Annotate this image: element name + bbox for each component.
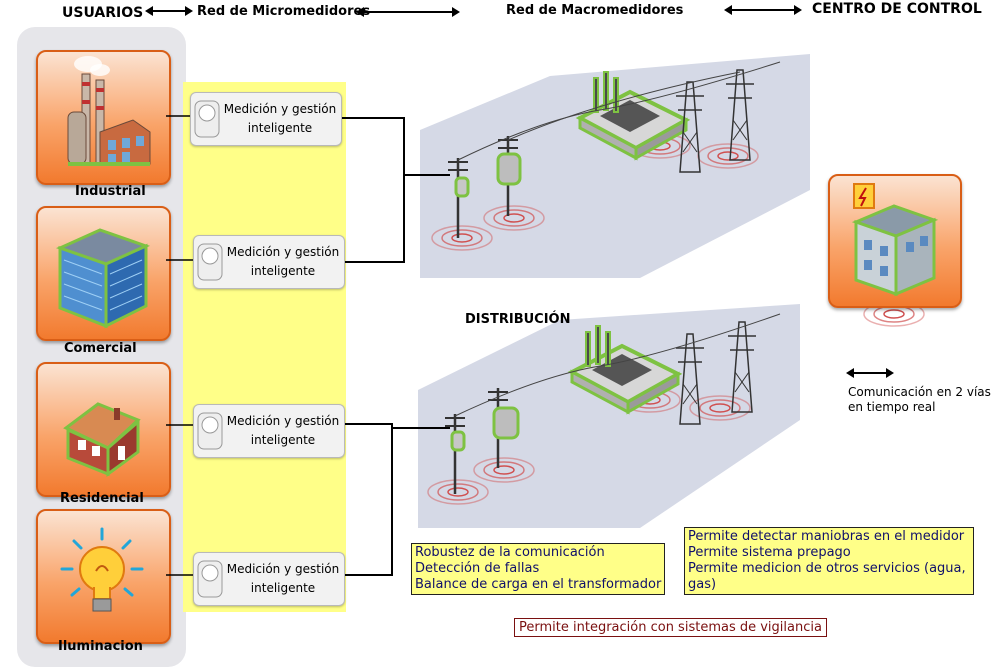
industrial-tile xyxy=(36,50,171,185)
double-arrow-icon xyxy=(356,7,460,17)
meter-label: Medición y gestión xyxy=(226,562,340,576)
note-left: Robustez de la comunicación Detección de… xyxy=(411,543,666,595)
note-right-line: Permite medicion de otros servicios (agu… xyxy=(688,561,966,576)
meter-label: Medición y gestión xyxy=(226,414,340,428)
meter-sublabel: inteligente xyxy=(250,264,316,278)
communication-caption: Comunicación en 2 vías en tiempo real xyxy=(848,385,991,415)
header-micromedidores: Red de Micromedidores xyxy=(197,4,371,19)
double-arrow-icon xyxy=(724,5,802,15)
double-arrow-icon xyxy=(145,6,193,16)
meter-box-4: Medición y gestión inteligente xyxy=(193,552,345,606)
smart-meter-icon xyxy=(197,560,223,598)
header-centro-control: CENTRO DE CONTROL xyxy=(812,1,982,17)
light-bulb-icon xyxy=(60,527,144,612)
meter-box-2: Medición y gestión inteligente xyxy=(193,235,345,289)
user-label-industrial: Industrial xyxy=(75,184,146,199)
smart-meter-icon xyxy=(197,412,223,450)
control-center-building-icon xyxy=(851,183,939,297)
control-center-tile xyxy=(828,174,962,308)
note-right-line: Permite sistema prepago xyxy=(688,545,851,560)
user-label-residencial: Residencial xyxy=(60,491,144,506)
note-left-line: Detección de fallas xyxy=(415,561,540,576)
header-usuarios: USUARIOS xyxy=(62,5,144,21)
note-bottom: Permite integración con sistemas de vigi… xyxy=(514,618,827,637)
note-left-line: Robustez de la comunicación xyxy=(415,545,605,560)
meter-box-1: Medición y gestión inteligente xyxy=(190,92,342,146)
note-right-line: gas) xyxy=(688,577,717,592)
smart-meter-icon xyxy=(197,243,223,281)
office-building-icon xyxy=(55,228,151,329)
meter-label: Medición y gestión xyxy=(226,245,340,259)
micromedidores-band xyxy=(183,82,346,612)
comm-line-1: Comunicación en 2 vías xyxy=(848,385,991,399)
header-macromedidores: Red de Macromedidores xyxy=(506,3,684,18)
note-right: Permite detectar maniobras en el medidor… xyxy=(684,527,974,595)
meter-box-3: Medición y gestión inteligente xyxy=(193,404,345,458)
comercial-tile xyxy=(36,206,171,341)
meter-sublabel: inteligente xyxy=(247,121,313,135)
distribucion-label: DISTRIBUCIÓN xyxy=(465,312,571,327)
iluminacion-tile xyxy=(36,509,171,644)
smart-meter-icon xyxy=(194,100,220,138)
note-right-line: Permite detectar maniobras en el medidor xyxy=(688,529,965,544)
meter-sublabel: inteligente xyxy=(250,581,316,595)
note-left-line: Balance de carga en el transformador xyxy=(415,577,662,592)
comm-line-2: en tiempo real xyxy=(848,400,936,414)
house-icon xyxy=(63,402,141,477)
meter-label: Medición y gestión xyxy=(223,102,337,116)
user-label-iluminacion: Iluminacion xyxy=(58,639,143,654)
user-label-comercial: Comercial xyxy=(64,341,137,356)
meter-sublabel: inteligente xyxy=(250,433,316,447)
residencial-tile xyxy=(36,362,171,497)
factory-icon xyxy=(67,56,151,166)
